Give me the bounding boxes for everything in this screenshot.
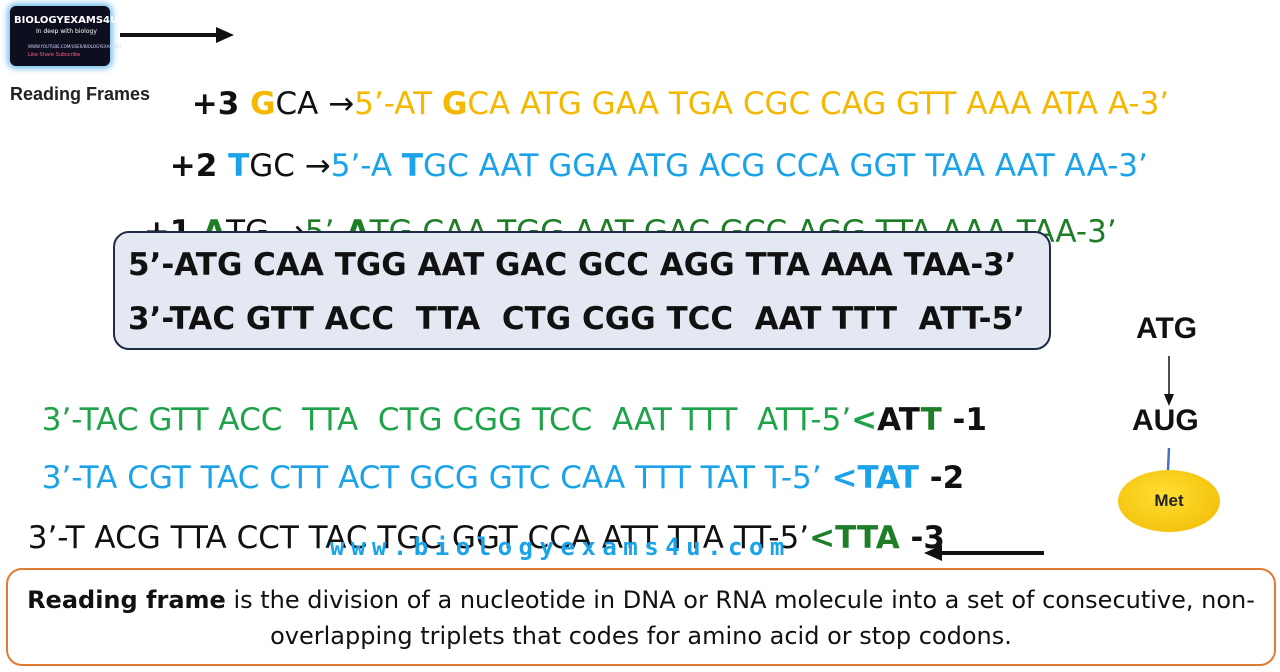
left-arrow-icon	[924, 545, 1044, 561]
bond-line	[1166, 447, 1171, 471]
reading-frames-label: Reading Frames	[10, 84, 151, 104]
frame-plus3-row: +3 GCA →5’-AT GCA ATG GAA TGA CGC CAG GT…	[172, 50, 1169, 122]
frame-minus1-codon-b: T	[920, 402, 942, 438]
frame-plus2-start-rest: GC	[249, 148, 305, 184]
frame-minus2-codon: TAT	[857, 460, 919, 496]
logo-channel: WWW.YOUTUBE.COM/USER/BIOLOGYEXAMS4U	[28, 44, 121, 49]
frame-plus2-row: +2 TGC →5’-A TGC AAT GGA ATG ACG CCA GGT…	[150, 112, 1148, 184]
right-arrow-icon: →	[328, 86, 355, 122]
frame-minus1-codon-a: AT	[877, 402, 921, 438]
logo-brand: BIOLOGYEXAMS4U	[14, 15, 119, 26]
dna-codon-label: ATG	[1136, 312, 1198, 345]
frame-minus1-row: 3’-TAC GTT ACC TTA CTG CGG TCC AAT TTT A…	[22, 366, 987, 438]
definition-term: Reading frame	[27, 586, 226, 614]
frame-minus3-row: 3’-T ACG TTA CCT TAC TGC GGT CCA ATT TTA…	[8, 484, 945, 556]
top-strand: 5’-ATG CAA TGG AAT GAC GCC AGG TTA AAA T…	[128, 247, 1017, 283]
frame-minus3-seq: 3’-T ACG TTA CCT TAC TGC GGT CCA ATT TTA…	[27, 520, 810, 556]
frame-plus3-seq-b: CA ATG GAA TGA CGC CAG GTT AAA ATA A-3’	[467, 86, 1170, 122]
met-label: Met	[1154, 491, 1184, 510]
frame-plus2-start-letter: T	[228, 148, 250, 184]
met-amino-acid: Met	[1118, 470, 1220, 532]
logo-tagline: In deep with biology	[36, 28, 97, 35]
frame-minus2-row: 3’-TA CGT TAC CTT ACT GCG GTC CAA TTT TA…	[22, 424, 964, 496]
frame-minus2-lt: <	[831, 460, 858, 496]
frame-minus3-codon: TTA	[835, 520, 900, 556]
logo-actions: Like Share Subscribe	[28, 52, 81, 58]
dna-double-strand-box: 5’-ATG CAA TGG AAT GAC GCC AGG TTA AAA T…	[113, 231, 1051, 350]
frame-plus3-label: +3	[191, 86, 251, 122]
definition-body: is the division of a nucleotide in DNA o…	[225, 586, 1255, 650]
frame-plus3-start-letter: G	[250, 86, 276, 122]
frame-minus1-seq: 3’-TAC GTT ACC TTA CTG CGG TCC AAT TTT A…	[41, 402, 852, 438]
frame-minus1-label: -1	[941, 402, 987, 438]
frame-minus3-lt: <	[809, 520, 836, 556]
website-link[interactable]: www.biologyexams4u.com	[330, 533, 791, 561]
frame-minus2-seq: 3’-TA CGT TAC CTT ACT GCG GTC CAA TTT TA…	[41, 460, 832, 496]
frame-plus3-start-rest: CA	[275, 86, 329, 122]
bottom-strand: 3’-TAC GTT ACC TTA CTG CGG TCC AAT TTT A…	[128, 301, 1025, 337]
frame-plus2-seq-bold: T	[401, 148, 424, 184]
frame-plus3-seq-bold: G	[441, 86, 468, 122]
frame-plus2-seq-a: 5’-A	[330, 148, 402, 184]
definition-box: Reading frame is the division of a nucle…	[6, 568, 1276, 666]
down-arrow-icon	[1164, 356, 1174, 406]
right-arrow-icon: →	[304, 148, 331, 184]
right-arrow-icon	[120, 27, 234, 43]
frame-minus2-label: -2	[918, 460, 965, 496]
frame-plus3-seq-a: 5’-AT	[354, 86, 442, 122]
frame-plus2-label: +2	[169, 148, 229, 184]
rna-codon-label: AUG	[1132, 404, 1199, 437]
frame-plus2-seq-b: GC AAT GGA ATG ACG CCA GGT TAA AAT AA-3’	[423, 148, 1148, 184]
biologyexams4u-logo: BIOLOGYEXAMS4U In deep with biology WWW.…	[10, 6, 121, 66]
definition-text: Reading frame is the division of a nucle…	[8, 582, 1274, 654]
frame-minus1-lt: <	[851, 402, 878, 438]
